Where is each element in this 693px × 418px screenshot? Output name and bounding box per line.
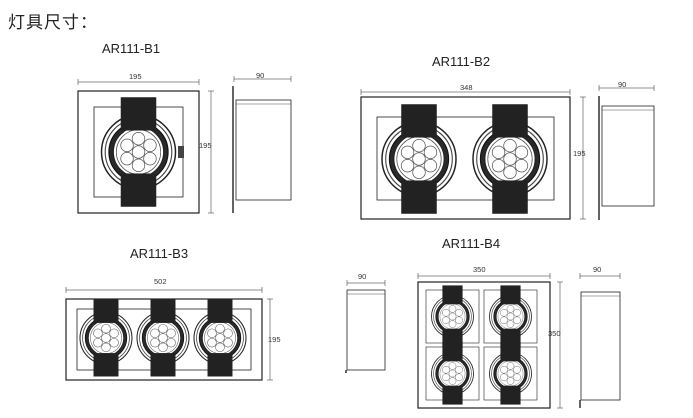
b1-height-dimension: 195 xyxy=(199,141,212,150)
b2-side-view xyxy=(598,85,655,220)
b3-width-dimension: 502 xyxy=(154,277,167,286)
b4-right-side-view xyxy=(579,273,621,408)
model-label-b3: AR111-B3 xyxy=(130,246,189,261)
b3-front-view xyxy=(65,287,273,381)
b4-width-dimension: 350 xyxy=(473,265,486,274)
model-label-b2: AR111-B2 xyxy=(432,54,491,69)
b4-front-view xyxy=(417,273,563,409)
model-label-b1: AR111-B1 xyxy=(102,41,161,56)
b3-height-dimension: 195 xyxy=(268,335,281,344)
b1-depth-dimension: 90 xyxy=(256,71,265,80)
b1-width-dimension: 195 xyxy=(129,72,142,81)
b4-side-depth-dimension: 90 xyxy=(358,272,367,281)
b4-depth-dimension: 90 xyxy=(593,265,602,274)
b4-height-dimension: 350 xyxy=(548,329,561,338)
b2-front-view xyxy=(360,89,586,220)
b1-front-view xyxy=(77,79,214,214)
b1-side-view xyxy=(232,76,292,213)
page-heading: 灯具尺寸： xyxy=(8,13,98,32)
b2-depth-dimension: 90 xyxy=(618,80,627,89)
model-label-b4: AR111-B4 xyxy=(442,236,501,251)
b4-left-side-view xyxy=(345,280,386,373)
b2-height-dimension: 195 xyxy=(573,149,586,158)
b2-width-dimension: 348 xyxy=(460,83,473,92)
